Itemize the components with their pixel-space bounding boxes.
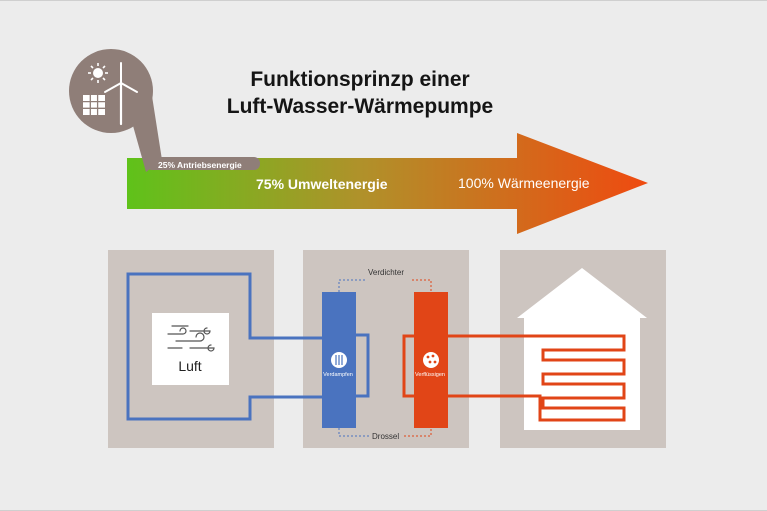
air-label: Luft — [178, 358, 202, 374]
floor-heating-coil — [448, 334, 626, 422]
compressor-lines — [338, 279, 432, 292]
drive-energy-tab — [146, 157, 260, 170]
wind-turbine-icon — [104, 62, 138, 126]
heat-energy-label: 100% Wärmeenergie — [458, 175, 590, 191]
compressor-label: Verdichter — [368, 268, 405, 277]
sun-icon — [88, 63, 108, 83]
wind-icon — [167, 325, 215, 352]
cold-loop — [126, 272, 322, 421]
hot-loop — [402, 334, 414, 398]
throttle-lines — [338, 428, 432, 437]
title-line-1: Funktionsprinzp einer — [250, 68, 470, 91]
solar-panel-icon — [83, 95, 105, 115]
condenser-label: Verflüssigen — [415, 372, 445, 378]
energy-source-badge — [69, 49, 153, 133]
throttle-label: Drossel — [372, 432, 400, 441]
air-box — [152, 313, 229, 385]
condenser-icon — [423, 352, 439, 368]
ambient-energy-label: 75% Umweltenergie — [256, 176, 388, 192]
drive-energy-label: 25% Antriebsenergie — [158, 160, 242, 170]
page-title: Funktionsprinzp einer Luft-Wasser-Wärmep… — [180, 66, 540, 120]
evaporator-icon — [331, 352, 347, 368]
evaporator-label: Verdampfen — [323, 372, 353, 378]
cold-loop-return — [356, 333, 370, 398]
title-line-2: Luft-Wasser-Wärmepumpe — [226, 95, 494, 118]
